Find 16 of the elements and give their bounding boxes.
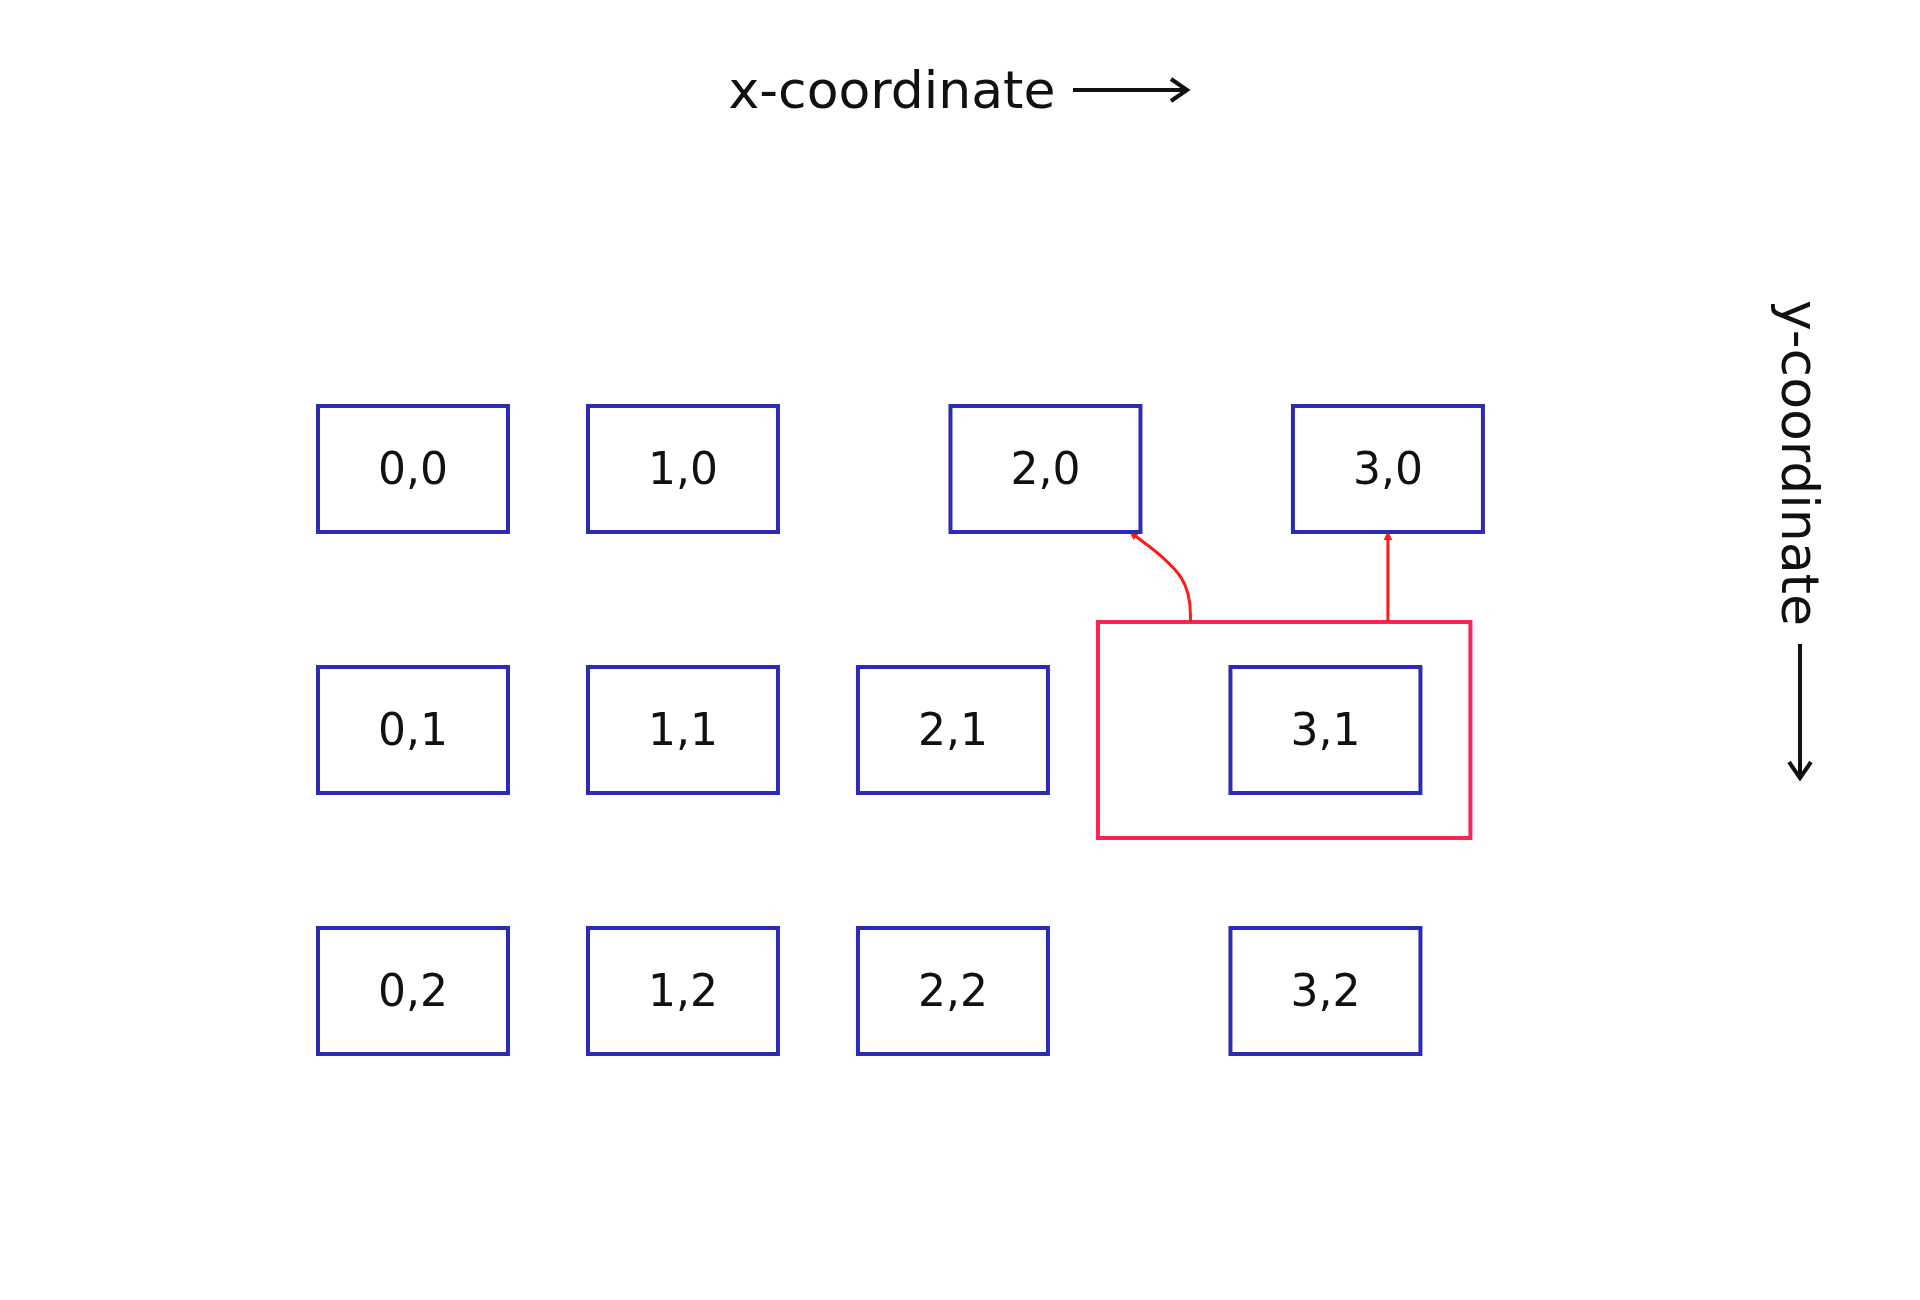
highlight-box <box>1095 620 1472 840</box>
coordinate-box: 3,2 <box>1227 926 1422 1056</box>
coordinate-box: 2,2 <box>855 926 1050 1056</box>
axis-label: y-coordinate <box>1770 300 1830 626</box>
coordinate-box: 3,1 <box>1227 665 1422 795</box>
coordinate-box: 1,1 <box>585 665 780 795</box>
axis-label: x-coordinate <box>728 60 1056 120</box>
coordinate-box: 1,0 <box>585 404 780 534</box>
coordinate-box: 0,0 <box>315 404 510 534</box>
coordinate-box: 1,2 <box>585 926 780 1056</box>
coordinate-box: 0,1 <box>315 665 510 795</box>
coordinate-box: 3,0 <box>1290 404 1485 534</box>
coordinate-box: 0,2 <box>315 926 510 1056</box>
coordinate-box: 2,1 <box>855 665 1050 795</box>
arrow <box>1129 531 1192 622</box>
coordinate-box: 2,0 <box>948 404 1142 534</box>
